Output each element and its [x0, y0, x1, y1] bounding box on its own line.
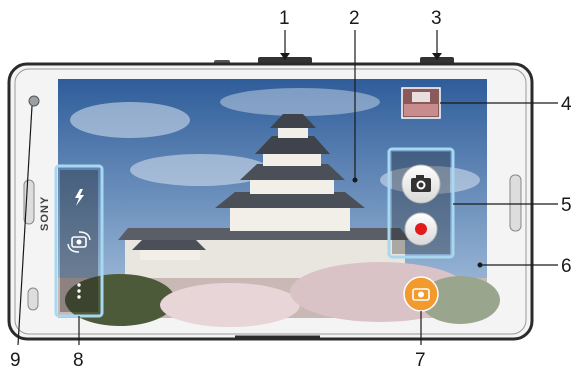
mic-left	[27, 287, 39, 311]
callout-arrow-3	[432, 53, 442, 60]
callout-5: 5	[561, 195, 572, 216]
volume-key[interactable]	[258, 57, 312, 64]
record-video-button[interactable]	[404, 212, 438, 246]
callout-2: 2	[349, 8, 360, 29]
speaker-grille-right	[509, 174, 522, 232]
callout-9: 9	[10, 350, 21, 371]
callout-dot-6	[477, 262, 483, 268]
callout-dot-2	[352, 177, 358, 183]
record-video-icon	[415, 223, 427, 235]
capture-panel-highlight	[387, 147, 455, 259]
callout-7: 7	[415, 350, 426, 371]
callout-3: 3	[431, 8, 442, 29]
callout-line-9	[17, 105, 33, 346]
callout-4: 4	[561, 94, 572, 115]
tree	[420, 276, 500, 324]
cloud	[70, 102, 190, 138]
brand-logo: SONY	[39, 196, 51, 231]
blossom-tree	[160, 283, 300, 327]
camera-key[interactable]	[420, 57, 454, 64]
camera-shutter-button[interactable]	[401, 164, 441, 204]
front-camera	[28, 95, 40, 107]
more-settings-icon[interactable]	[77, 283, 81, 299]
callout-8: 8	[73, 350, 84, 371]
callout-arrow-1	[280, 53, 290, 60]
thumbnail-detail	[412, 92, 430, 102]
thumbnail-detail	[404, 104, 438, 116]
cloud	[130, 154, 270, 186]
switch-camera-icon[interactable]	[67, 231, 91, 253]
callout-6: 6	[561, 256, 572, 277]
flash-icon[interactable]	[75, 189, 84, 206]
phone-inner-bezel	[14, 68, 527, 335]
tree	[65, 274, 175, 326]
callout-1: 1	[279, 8, 290, 29]
camera-mode-button[interactable]	[403, 276, 439, 312]
cloud	[220, 88, 380, 116]
camera-mode-icon	[412, 288, 430, 301]
castle	[118, 114, 410, 278]
